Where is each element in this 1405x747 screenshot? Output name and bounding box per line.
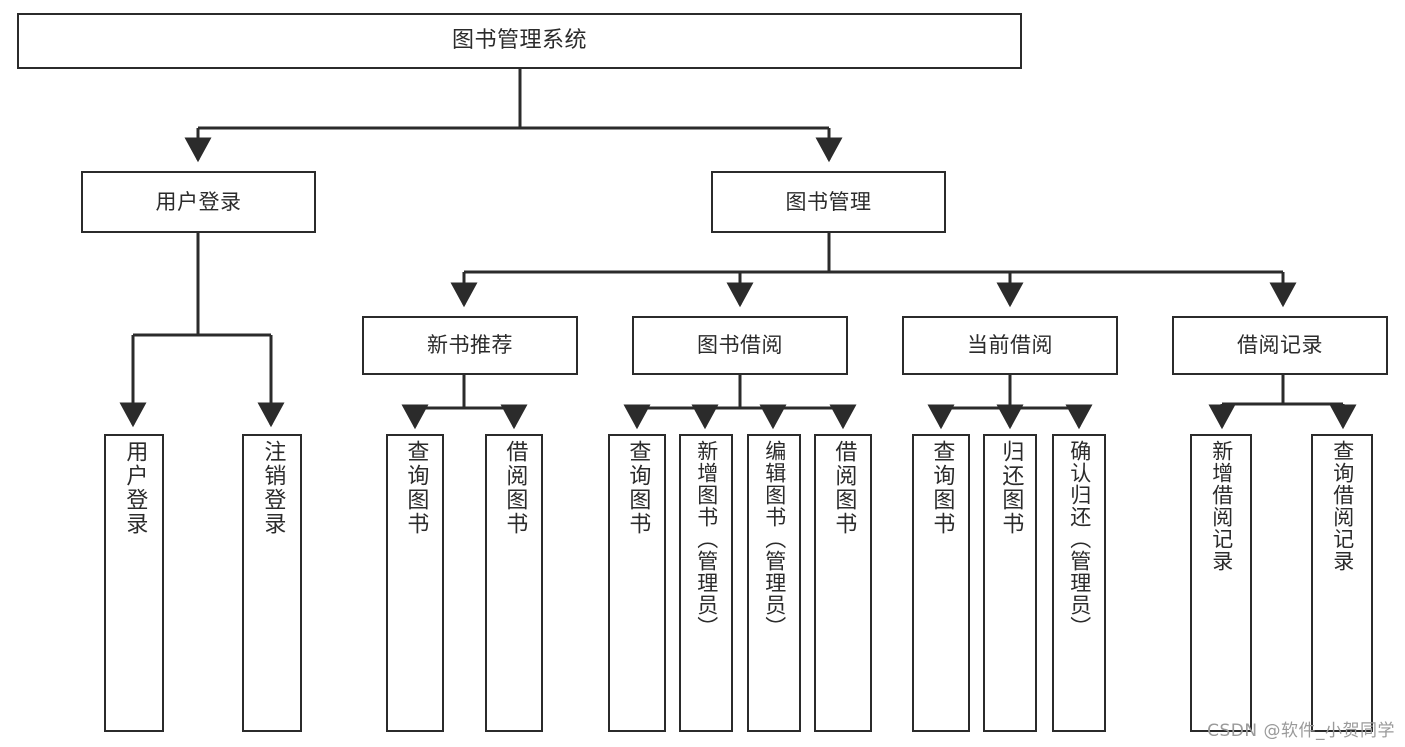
- node-leaf-logout-login-label: 注销登录: [260, 440, 286, 536]
- node-leaf-borrow-book-1-label: 借阅图书: [502, 440, 528, 536]
- node-leaf-query-book-2[interactable]: 查询图书: [608, 434, 666, 732]
- node-root-label: 图书管理系统: [451, 28, 587, 54]
- node-leaf-query-book-1[interactable]: 查询图书: [386, 434, 444, 732]
- node-book-borrow[interactable]: 图书借阅: [632, 316, 848, 375]
- node-leaf-return-book[interactable]: 归还图书: [983, 434, 1037, 732]
- node-new-book-recommend-label: 新书推荐: [427, 333, 513, 358]
- node-leaf-return-book-label: 归还图书: [998, 440, 1024, 536]
- csdn-watermark: CSDN @软件_小贺同学: [1207, 721, 1395, 741]
- node-book-management-label: 图书管理: [785, 189, 872, 214]
- node-leaf-logout-login[interactable]: 注销登录: [242, 434, 302, 732]
- node-leaf-query-book-1-label: 查询图书: [403, 440, 429, 536]
- node-leaf-query-book-3-label: 查询图书: [929, 440, 955, 536]
- node-leaf-query-record-label: 查询借阅记录: [1330, 440, 1355, 572]
- node-leaf-add-book-label: 新增图书（管理员）: [694, 440, 719, 638]
- node-leaf-add-record-label: 新增借阅记录: [1209, 440, 1234, 572]
- node-root[interactable]: 图书管理系统: [17, 13, 1022, 69]
- node-leaf-user-login-label: 用户登录: [122, 440, 148, 536]
- node-leaf-add-record[interactable]: 新增借阅记录: [1190, 434, 1252, 732]
- node-borrow-record-label: 借阅记录: [1237, 333, 1323, 358]
- node-current-borrow[interactable]: 当前借阅: [902, 316, 1118, 375]
- node-user-login-label: 用户登录: [155, 189, 242, 214]
- node-leaf-borrow-book-1[interactable]: 借阅图书: [485, 434, 543, 732]
- node-leaf-user-login[interactable]: 用户登录: [104, 434, 164, 732]
- node-leaf-confirm-return[interactable]: 确认归还（管理员）: [1052, 434, 1106, 732]
- node-leaf-query-record[interactable]: 查询借阅记录: [1311, 434, 1373, 732]
- node-new-book-recommend[interactable]: 新书推荐: [362, 316, 578, 375]
- node-leaf-query-book-2-label: 查询图书: [625, 440, 651, 536]
- node-leaf-borrow-book-2-label: 借阅图书: [831, 440, 857, 536]
- node-book-management[interactable]: 图书管理: [711, 171, 946, 233]
- node-leaf-borrow-book-2[interactable]: 借阅图书: [814, 434, 872, 732]
- node-user-login[interactable]: 用户登录: [81, 171, 316, 233]
- node-leaf-query-book-3[interactable]: 查询图书: [912, 434, 970, 732]
- node-leaf-edit-book-label: 编辑图书（管理员）: [762, 440, 787, 638]
- node-current-borrow-label: 当前借阅: [967, 333, 1053, 358]
- node-borrow-record[interactable]: 借阅记录: [1172, 316, 1388, 375]
- node-book-borrow-label: 图书借阅: [697, 333, 783, 358]
- node-leaf-edit-book[interactable]: 编辑图书（管理员）: [747, 434, 801, 732]
- node-leaf-confirm-return-label: 确认归还（管理员）: [1067, 440, 1092, 638]
- node-leaf-add-book[interactable]: 新增图书（管理员）: [679, 434, 733, 732]
